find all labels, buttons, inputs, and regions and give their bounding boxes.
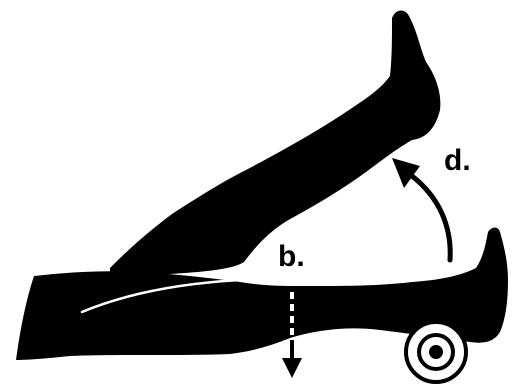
label-d: d. <box>444 144 471 177</box>
raised-leg-silhouette <box>110 11 440 276</box>
label-b: b. <box>278 240 305 273</box>
foam-roller-icon <box>406 322 466 382</box>
curved-up-arrow-icon <box>392 158 450 260</box>
